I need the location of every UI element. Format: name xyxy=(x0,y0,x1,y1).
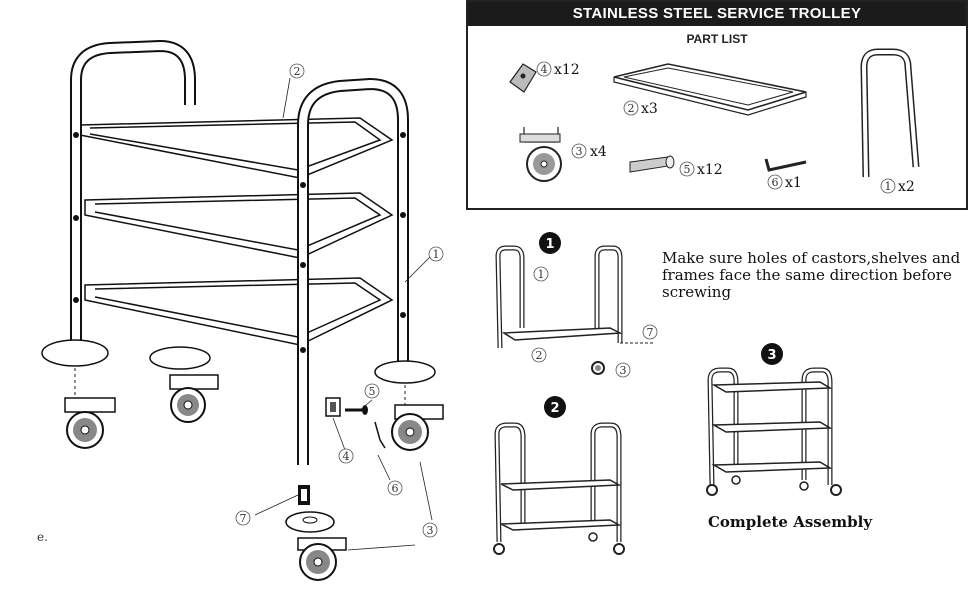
callout-1-main: 1 xyxy=(428,246,444,262)
svg-text:6: 6 xyxy=(392,482,399,495)
castor-back-left xyxy=(41,339,116,449)
svg-text:1: 1 xyxy=(433,248,440,261)
step-3-diagram: 3 xyxy=(706,343,842,496)
svg-text:x3: x3 xyxy=(641,101,658,117)
svg-text:1: 1 xyxy=(538,268,545,281)
svg-text:4: 4 xyxy=(343,450,350,463)
svg-text:1: 1 xyxy=(545,237,554,252)
page-title: STAINLESS STEEL SERVICE TROLLEY xyxy=(468,2,966,26)
part-allen-key: 6 x1 xyxy=(764,158,807,191)
svg-text:5: 5 xyxy=(369,385,376,398)
step-2-diagram: 2 xyxy=(493,396,625,555)
stray-text: e. xyxy=(37,530,48,544)
svg-text:7: 7 xyxy=(647,326,654,339)
svg-text:7: 7 xyxy=(240,512,247,525)
part-bolt: 5 x12 xyxy=(629,155,723,178)
svg-text:5: 5 xyxy=(684,163,691,176)
frame-back xyxy=(70,39,196,340)
castor-front-left-exploded xyxy=(285,485,347,581)
shelf-top xyxy=(79,117,394,179)
svg-text:2: 2 xyxy=(628,102,635,115)
castor-front-right xyxy=(374,360,444,451)
svg-text:2: 2 xyxy=(294,65,301,78)
step-3-badge xyxy=(761,343,783,365)
complete-assembly-label: Complete Assembly xyxy=(707,513,873,531)
callout-6-main: 6 xyxy=(387,480,403,496)
part-list-heading: PART LIST xyxy=(686,32,748,46)
svg-text:x12: x12 xyxy=(554,62,580,78)
part-frame: 1 x2 xyxy=(860,48,920,195)
castor-back-right xyxy=(149,346,219,423)
step-1-badge xyxy=(539,232,561,254)
svg-text:4: 4 xyxy=(541,63,548,76)
step-1-diagram: 1 1 2 7 3 xyxy=(495,232,658,378)
part-list-panel: STAINLESS STEEL SERVICE TROLLEY PART LIS… xyxy=(466,0,968,210)
callout-3-main: 3 xyxy=(422,522,438,538)
shelf-bottom xyxy=(84,277,394,346)
callout-5-main: 5 xyxy=(364,383,380,399)
svg-text:x12: x12 xyxy=(697,162,723,178)
part-list-drawings: 4 x12 2 x3 1 x2 3 x4 xyxy=(509,48,920,195)
svg-text:x2: x2 xyxy=(898,179,915,195)
svg-text:x1: x1 xyxy=(785,175,802,191)
main-exploded-diagram: 2 1 5 4 6 7 3 xyxy=(41,39,444,581)
bracket-bolt-detail xyxy=(325,397,386,449)
frame-front xyxy=(297,77,409,465)
step-2-badge xyxy=(544,396,566,418)
callout-4-main: 4 xyxy=(338,448,354,464)
svg-text:x4: x4 xyxy=(590,144,607,160)
svg-text:1: 1 xyxy=(885,180,892,193)
svg-text:2: 2 xyxy=(536,349,543,362)
svg-text:2: 2 xyxy=(550,401,559,416)
part-shelf: 2 x3 xyxy=(613,63,807,117)
part-castor: 3 x4 xyxy=(519,127,607,182)
svg-text:3: 3 xyxy=(620,364,627,377)
part-bracket-plate: 4 x12 xyxy=(509,61,580,93)
svg-text:3: 3 xyxy=(576,145,583,158)
callout-7-main: 7 xyxy=(235,510,251,526)
callout-2-main: 2 xyxy=(289,63,305,79)
svg-text:3: 3 xyxy=(767,348,776,363)
assembly-note: Make sure holes of castors,shelves and f… xyxy=(662,249,961,301)
shelf-middle xyxy=(84,192,394,259)
svg-text:6: 6 xyxy=(772,176,779,189)
svg-text:3: 3 xyxy=(427,524,434,537)
